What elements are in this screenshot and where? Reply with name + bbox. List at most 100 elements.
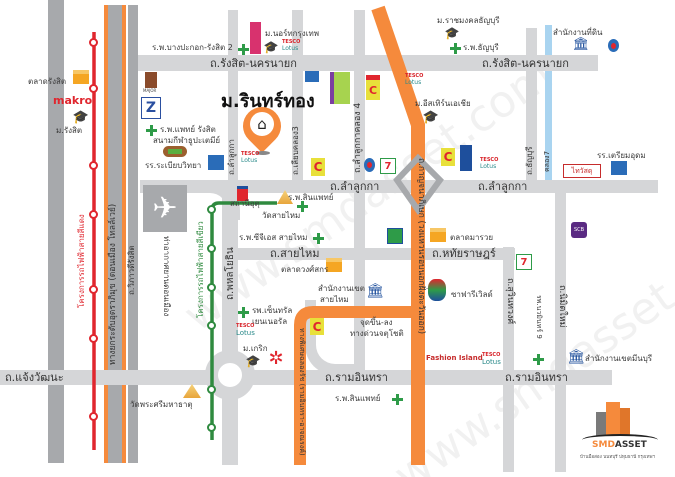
place-sports-academy: สนามกีฬาธูปะเตมีย์ [153, 136, 221, 145]
road-nimit-mai [555, 180, 566, 472]
red-line-station [89, 38, 98, 47]
hospital-icon [313, 233, 324, 244]
school-icon [305, 71, 319, 82]
place-talat-wongsakon: ตลาดวงศ์สกร [281, 265, 329, 274]
zeer-rangsit-icon: Z [141, 97, 161, 119]
market-icon [73, 70, 89, 84]
road-label-phahon-yothin: ถ.พหลโยธิน [225, 247, 236, 300]
logo-asset: ASSET [614, 440, 647, 450]
road-label-khlong-4: ถ.ลำลูกกาคลอง 4 [353, 102, 363, 173]
tesco-lotus-logo: TESCO [241, 151, 260, 157]
green-line-station [207, 205, 216, 214]
tesco-lotus-logo: TESCO [405, 73, 424, 79]
home-icon: ⌂ [250, 112, 274, 136]
road-suwinthawong [503, 247, 514, 472]
road-liap-khlong-3 [292, 10, 303, 190]
road-label-chaeng-watthana: ถ.แจ้งวัฒนะ [5, 371, 64, 384]
airport-icon: ✈ [143, 185, 187, 232]
place-sai-mai-office: สำนักงานเขต [318, 284, 365, 293]
hospital-icon [238, 44, 249, 55]
place-krirk-univ: ม.เกริก [243, 344, 268, 353]
market-village-icon [250, 22, 261, 54]
place-eastern-asia-univ: ม.อีสเทิร์นเอเชีย [415, 99, 471, 108]
road-tollway-inner [108, 5, 122, 463]
school-icon [208, 155, 224, 170]
road-label-lam-luk-ka: ถ.ลำลูกกา [330, 180, 380, 193]
future-park-logo [330, 72, 350, 104]
government-building-icon: 🏛 [366, 282, 384, 299]
place-wat-sai-mai: วัดสายไหม [262, 211, 301, 220]
road-thanyaburi [526, 28, 537, 188]
place-thanyaburi-hosp: ร.พ.ธัญบุรี [463, 43, 499, 52]
bangchak-icon [387, 228, 403, 244]
seven-eleven-icon: 7 [516, 254, 532, 270]
big-c-icon: C [311, 158, 325, 176]
big-c-icon: C [310, 318, 324, 335]
school-icon [611, 161, 627, 175]
hospital-icon [297, 201, 308, 212]
place-safari-world: ซาฟารีเวิลด์ [451, 290, 493, 299]
road-label-kanchanaphisek: ถ.กาญจนาภิเษก (วงแหวนรอบนอกฝั่งตะวันออก) [416, 158, 426, 335]
tesco-lotus-logo: Lotus [482, 358, 501, 366]
green-line-label: โครงการรถไฟฟ้าสายสีเขียว [196, 221, 205, 318]
road-lam-luk-ka-v [228, 10, 238, 190]
red-line-station [89, 210, 98, 219]
meteorological-icon [237, 186, 248, 201]
road-label-lam-luk-ka: ถ.ลำลูกกา [478, 180, 528, 193]
graduation-cap-icon: 🎓 [245, 354, 261, 368]
building-icon [606, 402, 620, 436]
stadium-icon [163, 146, 187, 157]
road-label-vibhavadi: ถ.วิภาวดีรังสิต [127, 245, 136, 295]
fashion-island-logo: Fashion Island [426, 354, 483, 362]
road-sai-mai [230, 248, 430, 260]
hospital-icon [238, 307, 249, 318]
red-line-station [89, 285, 98, 294]
safari-world-icon [428, 279, 446, 301]
tesco-lotus-logo: Lotus [480, 163, 497, 170]
tesco-lotus-logo: TESCO [482, 352, 501, 358]
road-label-lam-luk-ka-v: ถ.ลำลูกกา [227, 139, 236, 175]
place-triam-udom: รร.เตรียมอุดม [597, 151, 646, 160]
logo-smd: SMD [592, 440, 615, 450]
tesco-lotus-logo: Lotus [236, 329, 255, 337]
canal-khlong-7 [545, 25, 552, 180]
tesco-lotus-logo: Lotus [405, 79, 422, 86]
red-line-station [89, 412, 98, 421]
place-central-hosp: เยนเนอรัล [252, 317, 288, 326]
road-label-chalong-rat: ทางพิเศษฉลองรัช (รามอินทรา-อาจณรงค์) [298, 328, 306, 456]
page-title: ม.รินทร์ทอง [221, 91, 315, 112]
road-label-ram-intra: ถ.รามอินทรา [325, 371, 388, 384]
place-phaet-rangsit: ร.พ.แพทย์ รังสิต [160, 125, 216, 134]
place-central-hosp: รพ.เซ็นทรัล [252, 306, 293, 315]
logo-swoosh [582, 434, 658, 446]
place-nawamin-9: รพ.นวมินทร์ 9 [535, 295, 543, 339]
ptt-station-icon [608, 39, 619, 52]
place-sai-mai-office: สายไหม [320, 295, 349, 304]
hospital-icon [392, 394, 403, 405]
logo-tagline: บ้านมือสอง นนทบุรี ปทุมธานี กรุงเทพฯ [580, 455, 655, 460]
red-line-station [89, 161, 98, 170]
place-bangpakok-hosp: ร.พ.บางปะกอก-รังสิต 2 [152, 43, 233, 52]
green-line-station [207, 423, 216, 432]
government-building-icon: 🏛 [572, 37, 590, 52]
road-label-ram-intra: ถ.รามอินทรา [505, 371, 568, 384]
green-line-station [207, 385, 216, 394]
road-label-hathai-rat: ถ.หทัยราษฎร์ [432, 247, 496, 260]
road-label-tollway: ทางยกระดับอุตราภิมุข (ดอนเมือง โทลล์เวย์… [108, 203, 118, 365]
tesco-lotus-logo: TESCO [236, 323, 255, 329]
tesco-lotus-logo: TESCO [480, 157, 499, 163]
market-icon [326, 258, 342, 272]
smd-asset-logo: SMDASSET บ้านมือสอง นนทบุรี ปทุมธานี กรุ… [580, 402, 662, 462]
building-icon [620, 408, 630, 436]
pin-shadow [256, 151, 270, 155]
major-cineplex-icon [145, 72, 157, 88]
place-sgs-sai-mai: ร.พ.ซีจีเอส สายไหม [239, 233, 308, 242]
place-sathanee-khot: สถานีอุตุ [230, 199, 260, 208]
place-rmut-thanyaburi: ม.ราชมงคลธัญบุรี [437, 16, 500, 25]
thaiwatsadu-logo: ไทวัสดุ [563, 164, 601, 178]
green-line-station [207, 283, 216, 292]
market-icon [430, 228, 446, 242]
government-building-icon: 🏛 [567, 348, 585, 365]
graduation-cap-icon: 🎓 [263, 40, 279, 54]
red-line-label: โครงการรถไฟฟ้าสายสีแดง [77, 214, 86, 308]
